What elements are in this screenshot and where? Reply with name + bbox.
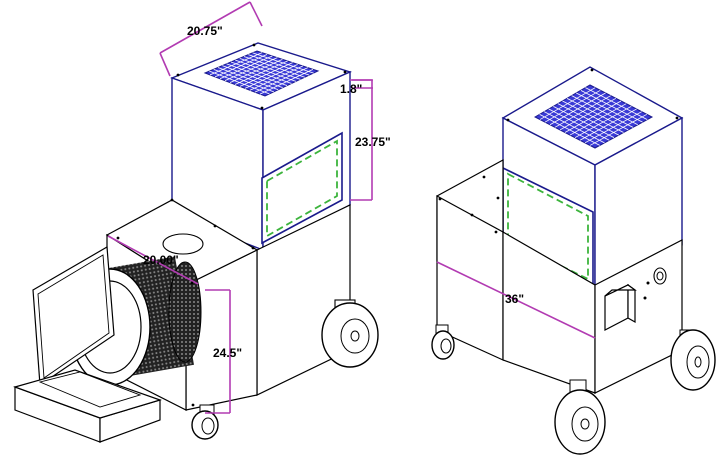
left-front-wheel bbox=[191, 404, 219, 440]
filter-grid-line bbox=[585, 87, 648, 120]
fastener-dots bbox=[116, 43, 679, 407]
right-front-wheel bbox=[554, 379, 606, 455]
dim-top-width: 20.75" bbox=[187, 24, 223, 38]
filter-grid-icon bbox=[209, 52, 314, 95]
left-top-filter-grid bbox=[203, 50, 320, 97]
left-drawer-top bbox=[13, 369, 162, 419]
filter-grid-line bbox=[252, 52, 314, 74]
dim-panel-height: 23.75" bbox=[355, 135, 391, 149]
right-back-left-wheel bbox=[431, 324, 455, 360]
filter-grid-line bbox=[584, 111, 642, 144]
filter-grid-line bbox=[589, 113, 648, 146]
filter-grid-line bbox=[259, 68, 314, 95]
dim-lower-width: 20.00" bbox=[143, 253, 179, 267]
right-rear-wheel bbox=[670, 329, 716, 391]
right-access-panel-dash bbox=[507, 172, 589, 281]
left-unit: 20.75" 1.8" 23.75" 20.00" 24.5" bbox=[13, 1, 391, 443]
left-access-panel-dash bbox=[266, 139, 338, 238]
dim-top-thickness: 1.8" bbox=[340, 82, 362, 96]
control-box-icon[interactable] bbox=[604, 283, 637, 331]
dim-overall-length: 36" bbox=[505, 292, 524, 306]
right-top-filter-grid bbox=[533, 84, 654, 149]
dim-line-overall-length bbox=[436, 261, 596, 339]
filter-grid-line bbox=[254, 67, 309, 93]
left-access-panel bbox=[261, 131, 343, 245]
filter-grid-icon bbox=[539, 87, 648, 146]
left-rear-wheel bbox=[321, 299, 379, 368]
left-dimensions bbox=[107, 1, 373, 414]
control-knob-icon[interactable] bbox=[653, 267, 667, 285]
left-open-door[interactable] bbox=[32, 246, 115, 387]
left-intake-hole bbox=[162, 233, 204, 255]
dim-lower-height: 24.5" bbox=[213, 346, 242, 360]
right-unit: 36" bbox=[431, 66, 716, 455]
